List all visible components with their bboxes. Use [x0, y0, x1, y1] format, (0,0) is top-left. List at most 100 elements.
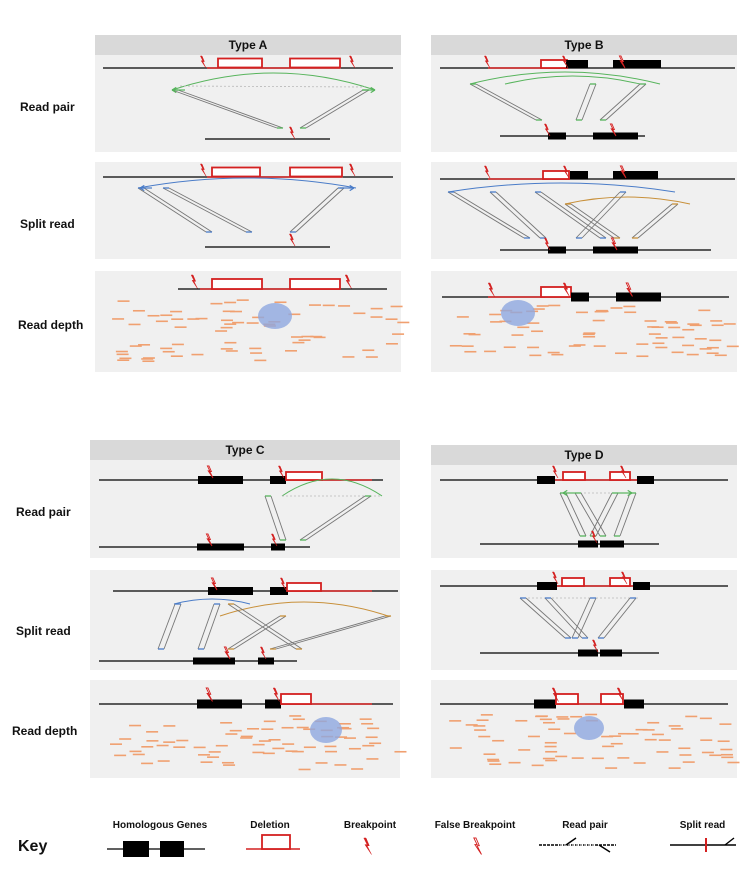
- pair-link: [581, 191, 627, 239]
- coverage-drop-highlight: [258, 303, 292, 329]
- deletion-box: [289, 278, 341, 290]
- homologous-gene: [258, 657, 274, 665]
- breakpoint-marker: [270, 533, 278, 547]
- key-label-split-read: Split read: [679, 820, 726, 831]
- key-label-read-pair: Read pair: [562, 820, 608, 831]
- key-label-false-breakpoint: False Breakpoint: [434, 820, 516, 831]
- pair-link: [631, 203, 673, 239]
- deletion-box: [540, 59, 568, 69]
- breakpoint-marker: [199, 163, 207, 177]
- deletion-box: [211, 278, 263, 290]
- type-d-title: Type D: [564, 448, 604, 462]
- pair-link: [264, 495, 281, 541]
- pair-arc: [281, 478, 383, 497]
- homologous-gene: [578, 649, 598, 657]
- pair-arc: [447, 182, 676, 193]
- pair-link: [163, 603, 182, 650]
- pair-link: [574, 492, 601, 537]
- breakpoint-marker: [483, 165, 491, 179]
- breakpoint-marker: [620, 571, 628, 585]
- pair-link: [613, 492, 631, 537]
- pair-link: [233, 615, 287, 650]
- pair-link: [599, 83, 641, 121]
- homologous-gene: [571, 292, 589, 302]
- pair-link: [595, 492, 619, 537]
- arrowhead: [627, 489, 633, 497]
- arrowhead: [349, 184, 355, 192]
- false-breakpoint-marker: [619, 165, 627, 179]
- arrowhead: [171, 86, 177, 94]
- row-label-read-pair-bottom: Read pair: [16, 505, 71, 519]
- homologous-gene: [566, 60, 588, 68]
- pair-link: [571, 597, 591, 639]
- deletion-box: [540, 286, 572, 298]
- breakpoint-marker: [363, 837, 372, 855]
- breakpoint-marker: [543, 237, 551, 251]
- pair-link: [157, 603, 176, 650]
- pair-link: [453, 191, 531, 239]
- coverage-drop-highlight: [310, 717, 342, 743]
- key-title: Key: [18, 838, 48, 855]
- breakpoint-marker: [199, 55, 207, 69]
- homologous-gene: [537, 582, 557, 590]
- homologous-gene: [578, 540, 598, 548]
- key-split-read-arrow: [724, 837, 735, 846]
- false-breakpoint-marker: [618, 55, 626, 69]
- pair-link: [227, 603, 297, 650]
- pair-link: [637, 203, 679, 239]
- pair-link: [289, 187, 339, 233]
- deletion-box: [285, 471, 323, 481]
- false-breakpoint-marker: [205, 533, 213, 547]
- homologous-gene: [271, 543, 285, 551]
- pair-link: [550, 597, 589, 639]
- breakpoint-marker: [279, 577, 287, 591]
- homologous-gene: [193, 657, 235, 665]
- type-b-read-depth-panel: [431, 271, 737, 372]
- pair-link: [577, 597, 597, 639]
- pair-link: [575, 83, 591, 121]
- pair-link: [137, 187, 207, 233]
- arrowhead: [370, 86, 376, 94]
- pair-link: [295, 187, 345, 233]
- false-breakpoint-marker: [205, 687, 213, 702]
- false-breakpoint-marker: [609, 123, 617, 137]
- pair-link: [534, 191, 601, 239]
- homologous-gene: [197, 543, 244, 551]
- pair-link: [603, 597, 637, 639]
- type-b-title: Type B: [564, 38, 604, 52]
- breakpoint-marker: [272, 687, 280, 702]
- pair-link: [489, 191, 541, 239]
- pair-link: [447, 191, 525, 239]
- breakpoint-marker: [551, 687, 559, 702]
- pair-link: [269, 615, 386, 650]
- breakpoint-marker: [344, 274, 352, 289]
- breakpoint-marker: [561, 55, 569, 69]
- key-read-pair-arrow-right: [598, 844, 611, 853]
- homologous-gene: [613, 171, 658, 179]
- pair-arc: [137, 177, 357, 189]
- deletion-box: [609, 471, 631, 481]
- pair-link: [525, 597, 572, 639]
- pair-link: [544, 597, 583, 639]
- homologous-gene: [208, 587, 253, 595]
- pair-link: [203, 603, 221, 650]
- pair-link: [475, 83, 543, 121]
- deletion-box: [561, 577, 585, 587]
- homologous-gene: [624, 699, 644, 709]
- pair-link: [559, 492, 581, 537]
- breakpoint-marker: [288, 126, 296, 140]
- type-c-read-pair-panel: [90, 460, 400, 558]
- pair-arc: [219, 601, 389, 617]
- breakpoint-marker: [562, 282, 570, 297]
- false-breakpoint-marker: [206, 465, 214, 479]
- homologous-gene: [600, 540, 624, 548]
- row-label-split-read-bottom: Split read: [16, 624, 71, 638]
- deletion-box: [542, 170, 570, 180]
- arrowhead: [562, 489, 568, 497]
- key-label-breakpoint: Breakpoint: [343, 820, 397, 831]
- pair-link: [143, 187, 213, 233]
- pair-link: [605, 83, 647, 121]
- false-breakpoint-marker: [625, 282, 633, 297]
- type-b-header: [431, 35, 737, 55]
